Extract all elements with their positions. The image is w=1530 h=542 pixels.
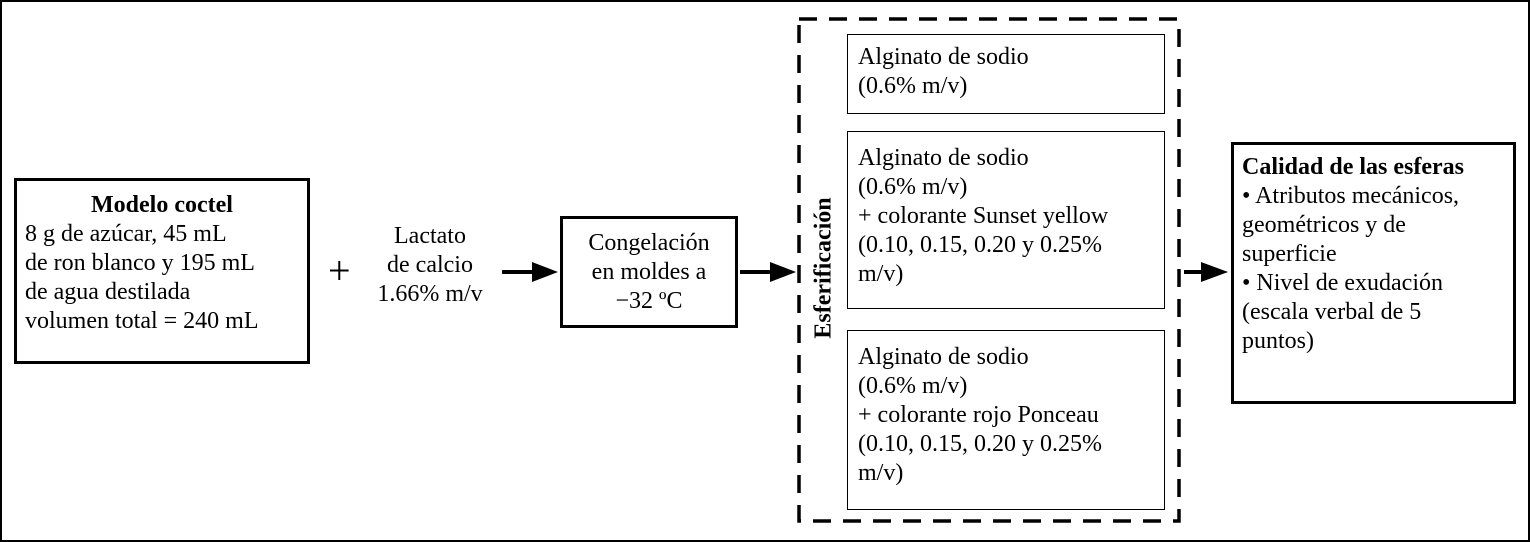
sphere-quality-line: • Atributos mecánicos, bbox=[1242, 183, 1460, 209]
sphere-quality-line: • Nivel de exudación bbox=[1242, 270, 1443, 296]
sphere-quality-line: puntos) bbox=[1242, 328, 1314, 354]
alginate-option-line: Alginato de sodio bbox=[858, 344, 1029, 370]
alginate-option-line: + colorante Sunset yellow bbox=[858, 203, 1109, 229]
coctel-model-title: Modelo coctel bbox=[91, 192, 233, 218]
coctel-model-line: 8 g de azúcar, 45 mL bbox=[25, 221, 227, 247]
coctel-model-line: de ron blanco y 195 mL bbox=[25, 250, 255, 276]
alginate-option-line: (0.10, 0.15, 0.20 y 0.25% bbox=[858, 232, 1102, 258]
freezing-line: −32 ºC bbox=[615, 288, 683, 314]
arrow-spherification-to-quality bbox=[1184, 262, 1228, 282]
calcium-lactate-line: 1.66% m/v bbox=[377, 281, 483, 307]
freezing-line: en moldes a bbox=[591, 259, 707, 285]
alginate-option-line: Alginato de sodio bbox=[858, 44, 1029, 70]
alginate-option-line: (0.6% m/v) bbox=[858, 174, 968, 200]
calcium-lactate-text: Lactato de calcio 1.66% m/v bbox=[364, 222, 496, 309]
sphere-quality-line: superficie bbox=[1242, 241, 1337, 267]
alginate-sunset-yellow-box: Alginato de sodio (0.6% m/v) + colorante… bbox=[847, 131, 1165, 309]
arrow-lactate-to-freezing bbox=[502, 262, 558, 282]
freezing-box: Congelación en moldes a −32 ºC bbox=[560, 216, 738, 328]
coctel-model-line: volumen total = 240 mL bbox=[25, 308, 259, 334]
coctel-model-line: de agua destilada bbox=[25, 279, 191, 305]
alginate-option-line: (0.10, 0.15, 0.20 y 0.25% bbox=[858, 431, 1102, 457]
coctel-model-box: Modelo coctel 8 g de azúcar, 45 mL de ro… bbox=[14, 178, 310, 364]
alginate-option-line: (0.6% m/v) bbox=[858, 373, 968, 399]
freezing-line: Congelación bbox=[588, 230, 710, 256]
sphere-quality-title: Calidad de las esferas bbox=[1242, 154, 1464, 180]
alginate-option-box: Alginato de sodio (0.6% m/v) bbox=[847, 34, 1165, 114]
sphere-quality-line: geométricos y de bbox=[1242, 212, 1406, 238]
sphere-quality-box: Calidad de las esferas • Atributos mecán… bbox=[1231, 142, 1516, 404]
plus-sign: + bbox=[328, 248, 351, 293]
alginate-option-line: + colorante rojo Ponceau bbox=[858, 402, 1099, 428]
alginate-option-line: Alginato de sodio bbox=[858, 145, 1029, 171]
alginate-option-line: m/v) bbox=[858, 261, 904, 287]
calcium-lactate-line: de calcio bbox=[387, 252, 473, 278]
alginate-ponceau-box: Alginato de sodio (0.6% m/v) + colorante… bbox=[847, 330, 1165, 510]
arrow-freezing-to-spherification bbox=[740, 262, 796, 282]
alginate-option-line: (0.6% m/v) bbox=[858, 73, 968, 99]
calcium-lactate-line: Lactato bbox=[394, 223, 466, 249]
sphere-quality-line: (escala verbal de 5 bbox=[1242, 299, 1422, 325]
alginate-option-line: m/v) bbox=[858, 460, 904, 486]
